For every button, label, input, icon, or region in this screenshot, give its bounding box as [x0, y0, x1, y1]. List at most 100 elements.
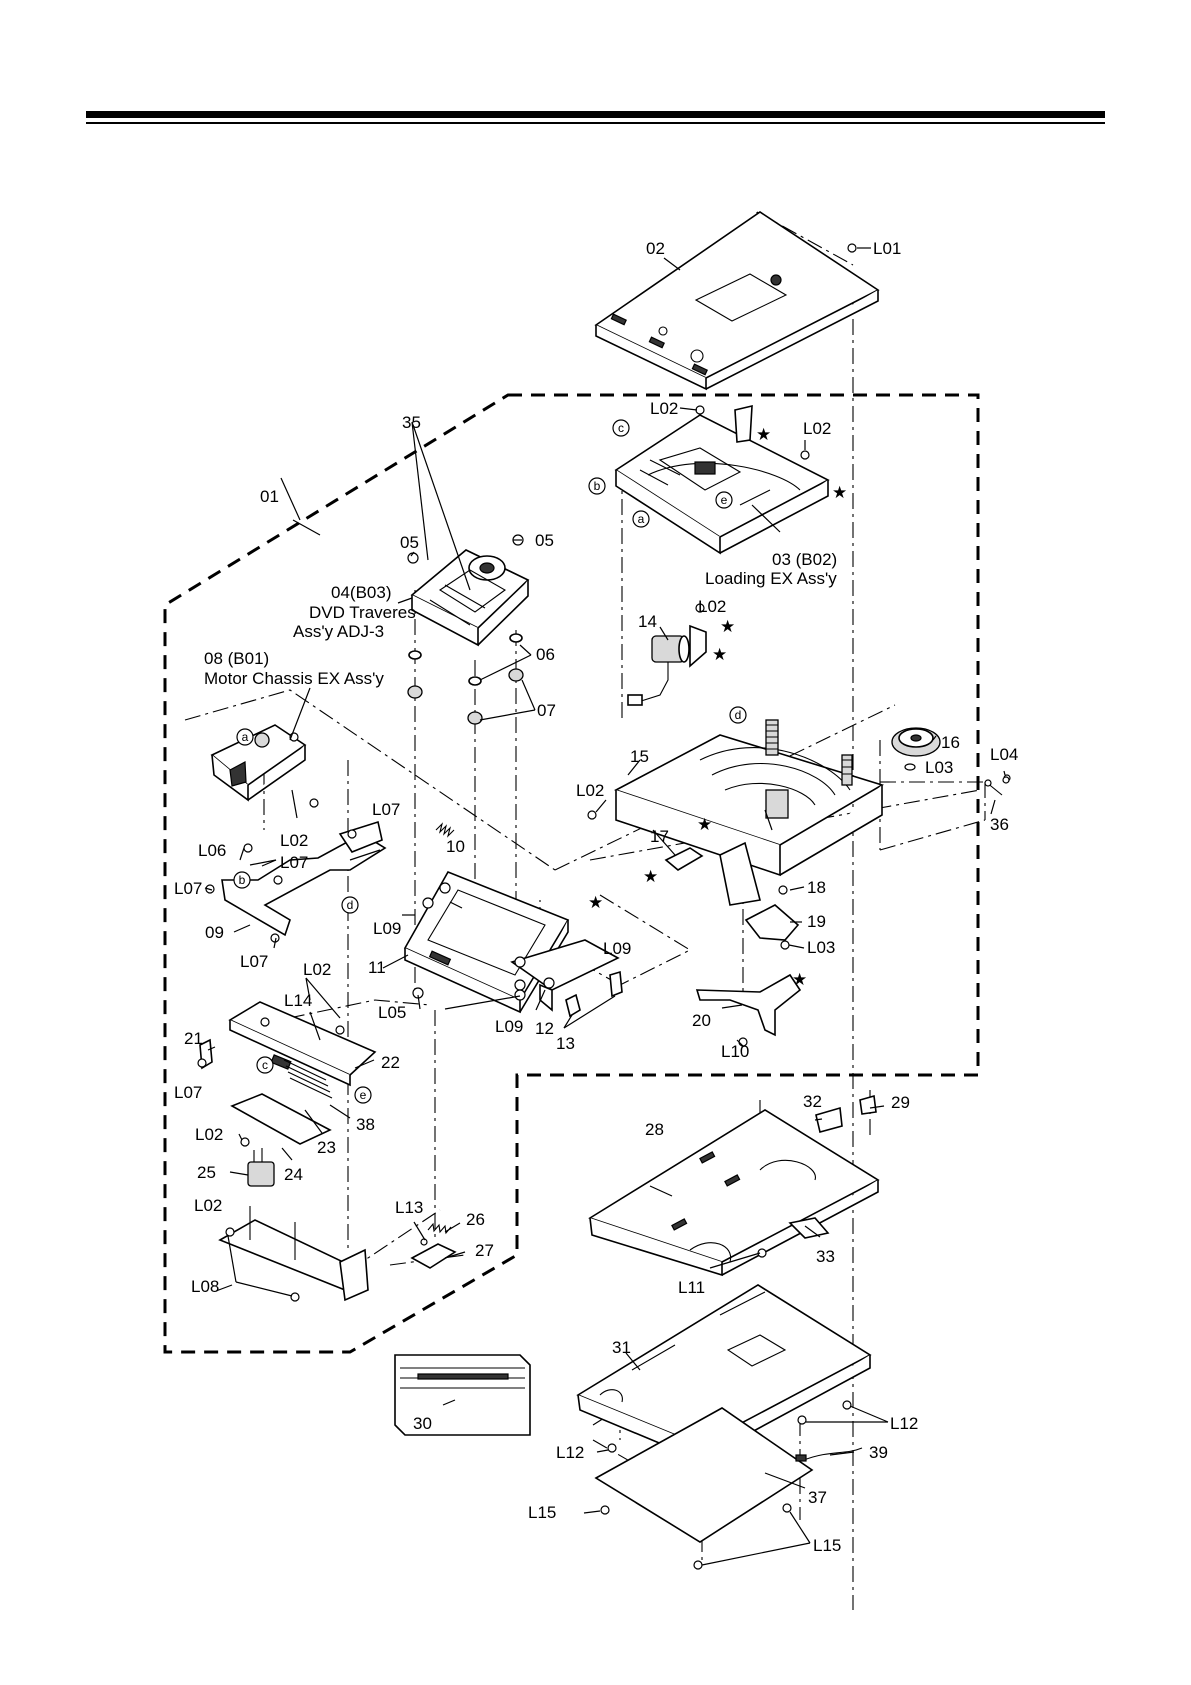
part-04-dvd-traverse — [407, 534, 530, 647]
label-05-left: 05 — [400, 533, 419, 552]
ref-b-top — [588, 477, 606, 495]
part-08-motor-chassis — [210, 724, 307, 802]
label-24: 24 — [284, 1165, 303, 1184]
label-06: 06 — [536, 645, 555, 664]
label-18: 18 — [807, 878, 826, 897]
label-17: 17 — [650, 827, 669, 846]
label-32: 32 — [803, 1092, 822, 1111]
part-10-spring — [435, 822, 455, 838]
ref-b-mid-label: b — [239, 873, 246, 887]
ref-c-top-label: c — [618, 421, 624, 435]
ref-e-low-label: e — [360, 1088, 367, 1102]
label-L09-left: L09 — [373, 919, 401, 938]
star-marker: ★ — [697, 815, 712, 834]
part-30-front-panel — [394, 1354, 531, 1436]
ref-c-low-label: c — [262, 1058, 268, 1072]
label-21: 21 — [184, 1029, 203, 1048]
ref-d-low — [341, 896, 359, 914]
label-12: 12 — [535, 1019, 554, 1038]
part-17-clip — [664, 847, 704, 871]
ref-b-mid — [233, 871, 251, 889]
label-01: 01 — [260, 487, 279, 506]
label-30: 30 — [413, 1414, 432, 1433]
parts-18-19-20-cams — [695, 885, 802, 1047]
ref-e-top — [715, 491, 733, 509]
label-38: 38 — [356, 1115, 375, 1134]
star-marker: ★ — [643, 867, 658, 886]
label-L02-bottom: L02 — [194, 1196, 222, 1215]
label-28: 28 — [645, 1120, 664, 1139]
label-29: 29 — [891, 1093, 910, 1112]
label-L07-board: L07 — [174, 1083, 202, 1102]
part-labels: 02 L01 L02 L02 03 (B02) Loading EX Ass'y… — [174, 239, 1018, 1555]
ref-d-low-label: d — [347, 898, 354, 912]
part-03-loading-assembly — [614, 404, 830, 555]
label-L14: L14 — [284, 991, 312, 1010]
star-markers: ★ ★ ★ ★ ★ ★ ★ ★ — [588, 425, 847, 989]
parts-26-27 — [410, 1222, 457, 1269]
label-L06: L06 — [198, 841, 226, 860]
label-L02-top: L02 — [650, 399, 678, 418]
label-L04: L04 — [990, 745, 1018, 764]
label-02: 02 — [646, 239, 665, 258]
ref-e-low — [354, 1086, 372, 1104]
label-19: 19 — [807, 912, 826, 931]
label-L01: L01 — [873, 239, 901, 258]
label-11: 11 — [368, 958, 386, 977]
label-13: 13 — [556, 1034, 575, 1053]
part-09-lever — [221, 820, 387, 937]
label-14: 14 — [638, 612, 657, 631]
label-31: 31 — [612, 1338, 631, 1357]
label-33: 33 — [816, 1247, 835, 1266]
label-39: 39 — [869, 1443, 888, 1462]
label-08-sub: Motor Chassis EX Ass'y — [204, 669, 384, 688]
assembly-01-boundary — [163, 393, 980, 1354]
label-L13: L13 — [395, 1198, 423, 1217]
label-L12-left: L12 — [556, 1443, 584, 1462]
label-L12-right: L12 — [890, 1414, 918, 1433]
star-marker: ★ — [792, 970, 807, 989]
label-L11: L11 — [678, 1278, 705, 1297]
label-04: 04(B03) — [331, 583, 391, 602]
ref-c-low — [256, 1056, 274, 1074]
parts-06-07-dampers — [407, 633, 524, 725]
label-L07-left: L07 — [174, 879, 202, 898]
label-L02-board: L02 — [303, 960, 331, 979]
label-03: 03 (B02) — [772, 550, 837, 569]
label-L02-motor25: L02 — [195, 1125, 223, 1144]
label-L02-right: L02 — [803, 419, 831, 438]
label-23: 23 — [317, 1138, 336, 1157]
label-L02-chassis: L02 — [576, 781, 604, 800]
label-L05: L05 — [378, 1003, 406, 1022]
label-04-sub1: DVD Traveres — [309, 603, 416, 622]
label-L02-left: L02 — [280, 831, 308, 850]
label-L08: L08 — [191, 1277, 219, 1296]
star-marker: ★ — [588, 893, 603, 912]
label-15: 15 — [630, 747, 649, 766]
header-rule-thin — [86, 122, 1105, 124]
label-L03-top: L03 — [925, 758, 953, 777]
label-20: 20 — [692, 1011, 711, 1030]
label-L15-right: L15 — [813, 1536, 841, 1555]
ref-a-mid — [236, 728, 254, 746]
label-09: 09 — [205, 923, 224, 942]
label-26: 26 — [466, 1210, 485, 1229]
screws — [197, 243, 1010, 1570]
label-L07-top: L07 — [372, 800, 400, 819]
ref-a-top — [632, 510, 650, 528]
part-02-top-cover — [594, 211, 880, 391]
label-22: 22 — [381, 1053, 400, 1072]
ref-b-top-label: b — [594, 479, 601, 493]
label-03-sub: Loading EX Ass'y — [705, 569, 837, 588]
label-L07-low: L07 — [240, 952, 268, 971]
label-L02-motor: L02 — [698, 597, 726, 616]
label-27: 27 — [475, 1241, 494, 1260]
star-marker: ★ — [720, 617, 735, 636]
label-07: 07 — [537, 701, 556, 720]
label-10: 10 — [446, 837, 465, 856]
label-37: 37 — [808, 1488, 827, 1507]
ref-d-mid — [729, 706, 747, 724]
label-L15-left: L15 — [528, 1503, 556, 1522]
parts-21-24-board — [199, 1001, 377, 1145]
ref-d-mid-label: d — [735, 708, 742, 722]
